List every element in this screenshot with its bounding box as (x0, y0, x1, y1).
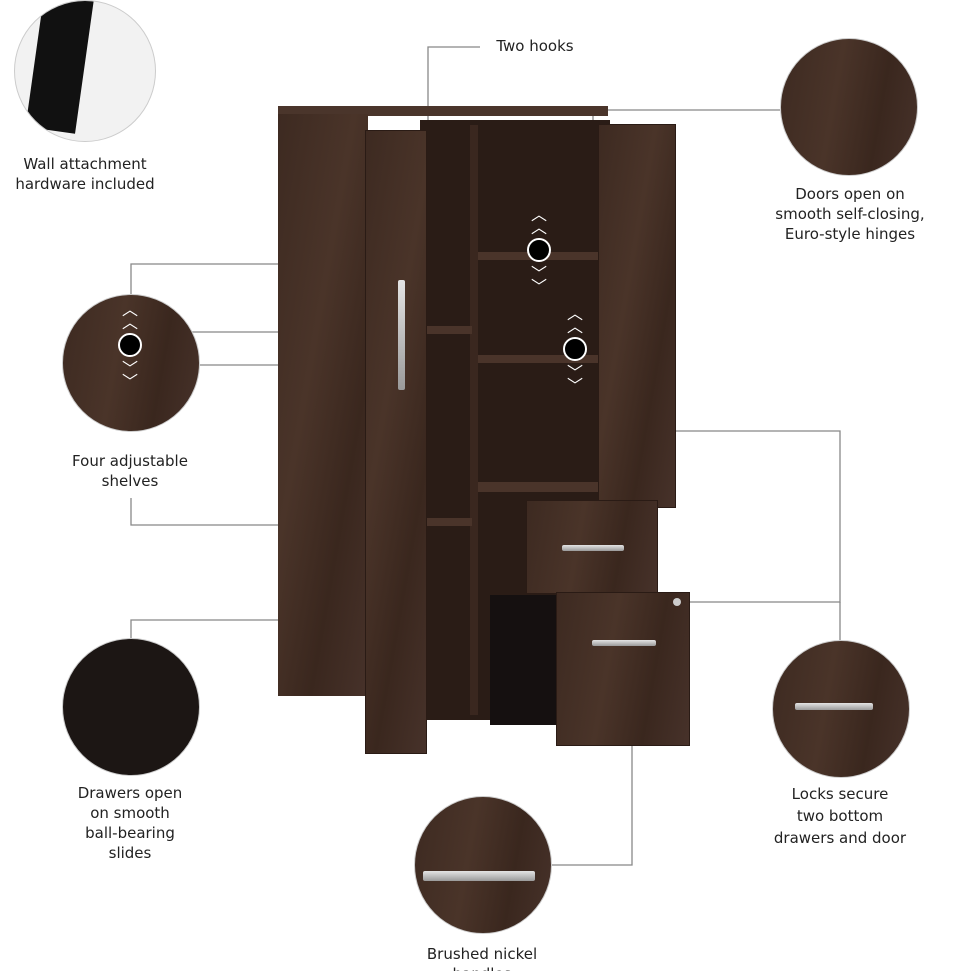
shelf (478, 355, 598, 363)
bottom-drawer-handle[interactable] (592, 640, 656, 646)
left-door-handle[interactable] (398, 280, 405, 390)
label-line: on smooth (90, 804, 170, 822)
bottom-drawer[interactable] (556, 592, 690, 746)
cabinet-body (278, 106, 608, 116)
label-line: ball-bearing (85, 824, 175, 842)
lock-image (772, 640, 910, 778)
label-wall-attachment: Wall attachment hardware included (0, 154, 170, 194)
label-line: Locks secure (791, 785, 889, 803)
top-drawer-handle[interactable] (562, 545, 624, 551)
shelf (420, 518, 472, 526)
adjust-arrows-icon: ︿︿﹀﹀ (115, 302, 145, 390)
handle-image (414, 796, 552, 934)
label-line: hardware included (15, 175, 155, 193)
label-doors-hinges: Doors open on smooth self-closing, Euro-st… (760, 184, 940, 244)
shelf (420, 326, 472, 334)
label-line: Wall attachment (23, 155, 147, 173)
adjustable-shelf-image: ︿︿﹀﹀ (62, 294, 200, 432)
label-line: handles (400, 964, 564, 971)
drawer-slide-image (62, 638, 200, 776)
shelf (478, 482, 598, 492)
lock-icon (673, 598, 681, 606)
label-locks: Locks secure two bottom drawers and door (760, 783, 920, 849)
label-line: Doors open on (795, 185, 905, 203)
label-line: slides (108, 844, 152, 862)
adjust-arrows-icon: ︿︿﹀﹀ (524, 207, 554, 295)
label-line: Drawers open (77, 784, 183, 802)
drawer-slide (490, 595, 560, 725)
label-handles: Brushed nickelhandles (400, 944, 564, 971)
adjust-arrows-icon: ︿︿﹀﹀ (560, 306, 590, 394)
label-text: Two hooks (496, 37, 574, 55)
right-door[interactable] (598, 124, 676, 508)
label-line: Four adjustable (72, 452, 188, 470)
label-line: smooth self-closing, (775, 205, 925, 223)
wall-hardware-image (14, 0, 156, 142)
cabinet-left-side (278, 114, 368, 696)
label-drawer-slides: Drawers open on smooth ball-bearing slides (50, 783, 210, 863)
label-line: Euro-style hinges (784, 225, 916, 243)
label-two-hooks: Two hooks (480, 36, 590, 56)
left-door[interactable] (365, 130, 427, 754)
hinge-image (780, 38, 918, 176)
label-line: shelves (101, 472, 159, 490)
label-adjustable-shelves: Four adjustable shelves (50, 451, 210, 491)
label-line: drawers and door (773, 829, 907, 847)
cabinet-divider (470, 125, 478, 715)
label-line: two bottom (796, 807, 884, 825)
label-line: Brushed nickel (426, 945, 538, 963)
